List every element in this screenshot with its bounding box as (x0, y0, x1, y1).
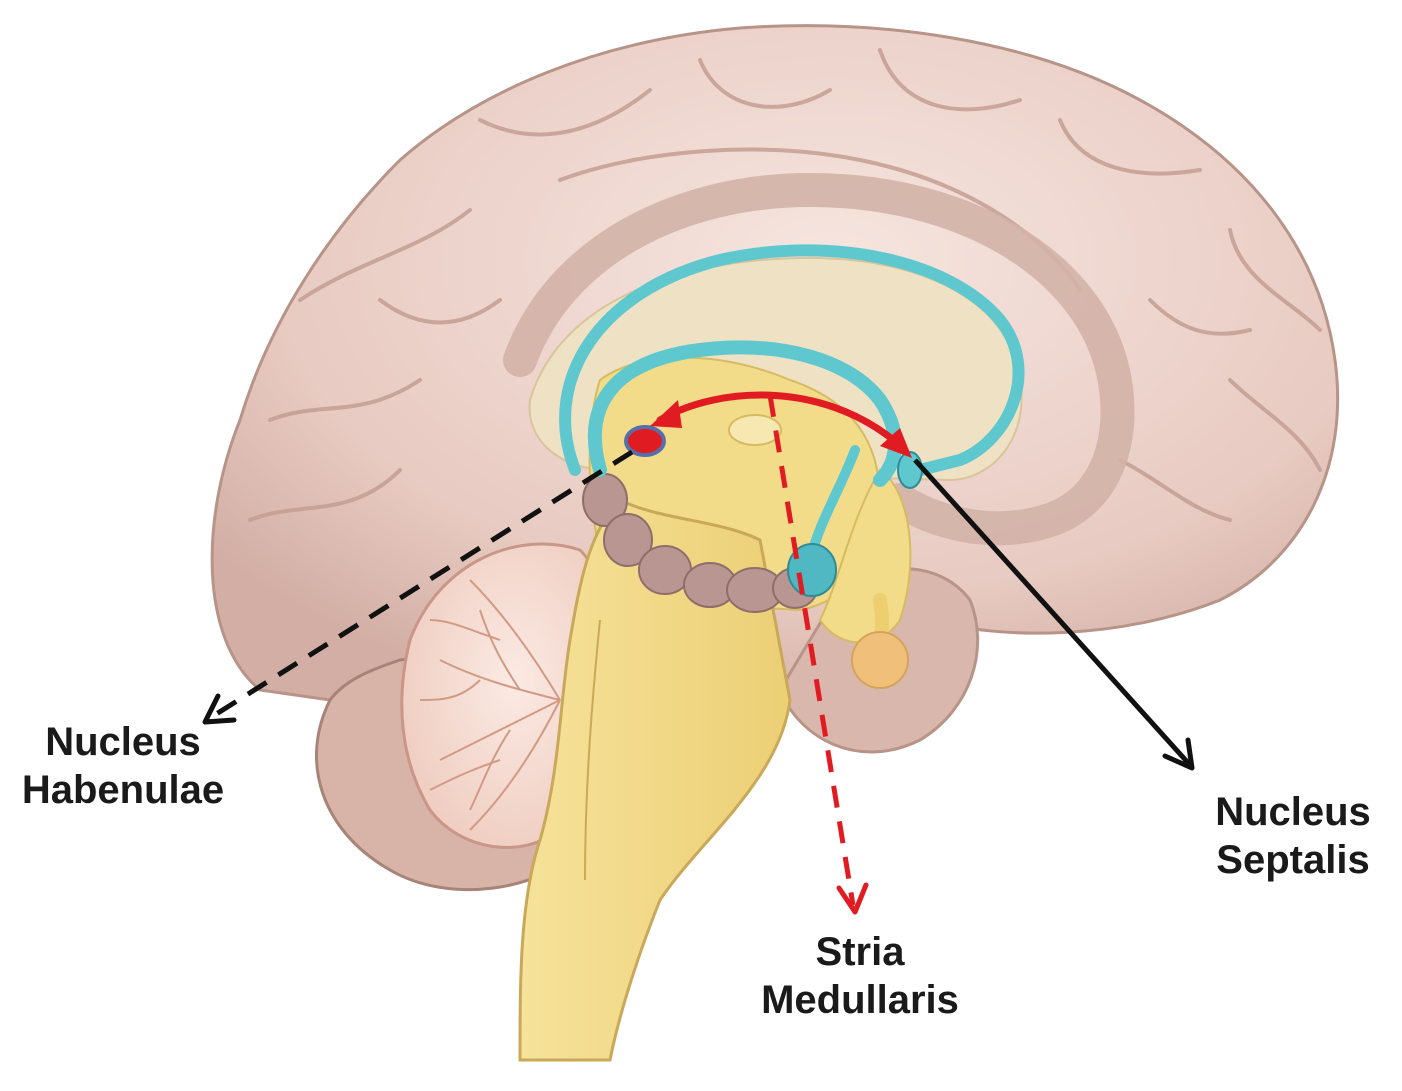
label-stria-line2: Medullaris (740, 976, 980, 1024)
label-stria-line1: Stria (740, 928, 980, 976)
label-stria-medullaris: Stria Medullaris (740, 928, 980, 1024)
label-habenulae-line2: Habenulae (8, 766, 238, 814)
label-nucleus-habenulae: Nucleus Habenulae (8, 718, 238, 814)
interthalamic-adhesion (729, 415, 781, 445)
label-septalis-line1: Nucleus (1198, 788, 1388, 836)
label-nucleus-septalis: Nucleus Septalis (1198, 788, 1388, 884)
septal-fornix-end (898, 452, 922, 488)
red-dot-icon (626, 427, 664, 455)
hypophysis (852, 632, 908, 688)
label-habenulae-line1: Nucleus (8, 718, 238, 766)
label-septalis-line2: Septalis (1198, 836, 1388, 884)
